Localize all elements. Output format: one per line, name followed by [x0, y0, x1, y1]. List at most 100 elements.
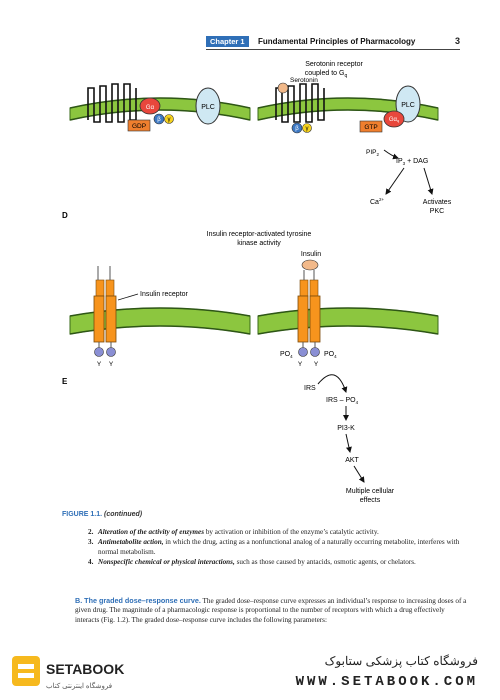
irs-label: IRS: [304, 385, 316, 392]
gdp-box: [127, 119, 151, 132]
figure-note: (continued): [104, 511, 143, 518]
insulin-label: Insulin: [301, 251, 321, 258]
akt-label: AKT: [345, 457, 359, 464]
section-b-heading: B. The graded dose–response curve.: [75, 596, 201, 605]
section-b-text: The graded dose–response curve expresses…: [75, 597, 467, 624]
g-gamma-label-d-left: γ: [168, 117, 171, 123]
list-item-text: in which the drug, acting as a nonfuncti…: [98, 538, 460, 556]
figure-caption: FIGURE 1.1. (continued): [62, 511, 142, 518]
pip2-label: PIP2: [366, 149, 379, 157]
g-beta-label-d-right: β: [295, 126, 299, 132]
tyrosine-right-2: [310, 347, 320, 357]
serotonin-ligand: [277, 82, 289, 94]
ca-label: Ca2+: [370, 197, 384, 206]
header-rule: [206, 49, 460, 50]
list-item-term: Antimetabolite action,: [98, 538, 164, 547]
page-header: Chapter 1 Fundamental Principles of Phar…: [206, 36, 460, 50]
g-gamma-d-left: [164, 114, 174, 124]
list-item: 3. Antimetabolite action, in which the d…: [88, 538, 468, 557]
insulin-receptor-right-chain: [105, 295, 117, 343]
panel-e-title-1: Insulin receptor-activated tyrosine: [207, 231, 312, 238]
plc-d-left: [195, 87, 221, 125]
y-label-right-2: Y: [314, 361, 319, 368]
effects-label-1: Multiple cellular: [346, 488, 395, 495]
insulin-receptor-label: Insulin receptor: [140, 291, 189, 298]
list-item: 2. Alteration of the activity of enzymes…: [88, 528, 468, 537]
section-b-paragraph: B. The graded dose–response curve. The g…: [75, 596, 470, 625]
panel-d-right: Serotonin receptor coupled to Gq Seroton…: [257, 61, 452, 215]
g-alpha-d-left: [139, 97, 161, 115]
logo-mark-icon: [12, 656, 40, 686]
plc-label-d-left: PLC: [201, 104, 215, 111]
y-label-left-1: Y: [97, 361, 102, 368]
g-beta-d-left: [153, 113, 165, 125]
g-beta-label-d-left: β: [157, 117, 161, 123]
activates-label: Activates: [423, 199, 452, 206]
y-label-left-2: Y: [109, 361, 114, 368]
irs-po4-label: IRS – PO4: [326, 397, 359, 405]
panel-d-left: PLC Gα β γ GDP: [69, 83, 251, 132]
chapter-title: Fundamental Principles of Pharmacology: [258, 37, 416, 46]
mechanism-list: 2. Alteration of the activity of enzymes…: [88, 528, 468, 569]
panel-e-left: Y Y Insulin receptor: [69, 266, 251, 368]
gdp-label: GDP: [132, 123, 146, 130]
setabook-logo: SETABOOK فروشگاه اینترنتی کتاب: [12, 656, 124, 690]
list-item-text: by activation or inhibition of the enzym…: [204, 528, 379, 536]
plc-label-d-right: PLC: [401, 102, 415, 109]
insulin-receptor-left-chain: [93, 295, 105, 343]
pi3k-label: PI3-K: [337, 425, 355, 432]
store-title: فروشگاه کتاب پزشکی ستابوک: [324, 654, 478, 668]
list-item-text: such as those caused by antacids, osmoti…: [234, 558, 416, 567]
serotonin-title-1: Serotonin receptor: [305, 61, 363, 68]
list-item-term: Nonspecific chemical or physical interac…: [98, 558, 235, 567]
g-alpha-q: [383, 110, 405, 128]
activated-receptor-left-chain: [297, 295, 309, 343]
page-number: 3: [454, 36, 460, 46]
serotonin-title-2: coupled to Gq: [305, 70, 348, 79]
effects-label-2: effects: [360, 497, 381, 504]
tyrosine-left-1: [94, 347, 104, 357]
gtp-box: [359, 120, 383, 133]
dag-arrow: [423, 167, 434, 195]
g-alpha-label-d-left: Gα: [146, 105, 155, 111]
plc-d-right: [395, 85, 421, 123]
po4-label-left: PO4: [280, 351, 293, 359]
pkc-label: PKC: [430, 208, 444, 215]
logo-subtitle: فروشگاه اینترنتی کتاب: [46, 681, 112, 690]
g-alpha-q-label: Gαq: [389, 117, 399, 123]
watermark-footer: SETABOOK فروشگاه اینترنتی کتاب فروشگاه ک…: [0, 644, 500, 700]
receptor-coil-d-left: [87, 83, 137, 123]
figure-1-1: PLC Gα β γ GDP Serotonin receptor couple…: [62, 61, 452, 504]
g-gamma-d-right: [302, 123, 312, 133]
tyrosine-right-1: [298, 347, 308, 357]
store-url[interactable]: WWW.SETABOOK.COM: [295, 674, 478, 690]
y-label-right-1: Y: [298, 361, 303, 368]
pip2-arrow: [383, 149, 399, 160]
panel-e-right: Insulin Y Y PO4 PO4 IRS IRS – PO4 PI3-K …: [257, 251, 439, 504]
list-item-number: 3.: [88, 538, 94, 547]
panel-e-letter: E: [62, 377, 68, 386]
activated-receptor-right-chain: [309, 295, 321, 343]
list-item-term: Alteration of the activity of enzymes: [98, 528, 205, 536]
logo-text: SETABOOK: [46, 661, 124, 677]
gtp-label: GTP: [364, 124, 377, 131]
ip3-dag-label: IP3 + DAG: [396, 158, 428, 166]
insulin-ligand: [301, 259, 319, 271]
g-beta-d-right: [291, 122, 303, 134]
panel-e-title-2: kinase activity: [237, 240, 281, 247]
tyrosine-left-2: [106, 347, 116, 357]
figure-label: FIGURE 1.1.: [62, 511, 103, 518]
g-gamma-label-d-right: γ: [306, 126, 309, 132]
ip3-arrow: [385, 167, 405, 195]
receptor-coil-d-right: [275, 83, 325, 123]
arrow-to-effects: [353, 465, 365, 483]
po4-label-right: PO4: [324, 351, 337, 359]
list-item-number: 2.: [88, 528, 94, 536]
irs-phosphorylation-arrow: [317, 374, 348, 393]
panel-d-letter: D: [62, 211, 68, 220]
chapter-tag: Chapter 1: [206, 36, 249, 47]
list-item-number: 4.: [88, 558, 94, 567]
serotonin-label: Serotonin: [290, 77, 318, 84]
list-item: 4. Nonspecific chemical or physical inte…: [88, 558, 468, 567]
arrow-to-akt: [345, 433, 352, 453]
